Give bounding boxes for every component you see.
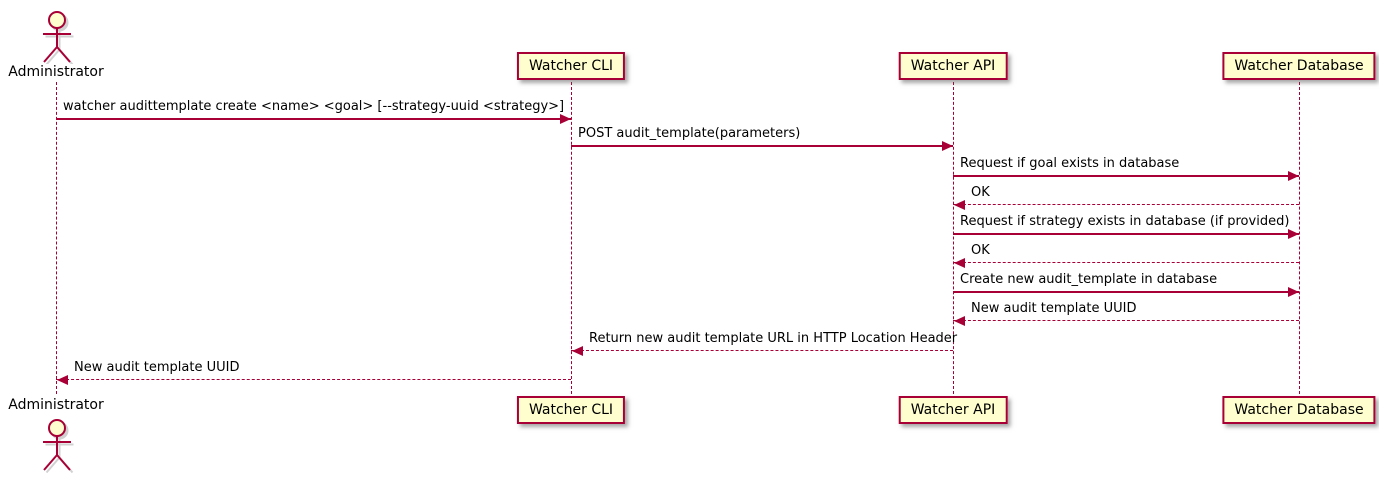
lifeline-watcher-database [1299, 82, 1300, 394]
lifeline-administrator [56, 82, 57, 394]
message-arrowhead [572, 346, 583, 356]
message-arrowhead [954, 200, 965, 210]
message-arrow-line [953, 233, 1299, 235]
message-label: Request if goal exists in database [960, 156, 1180, 171]
message-label: Create new audit_template in database [960, 272, 1218, 287]
message-label: New audit template UUID [74, 360, 240, 375]
actor-label-bottom: Administrator [8, 397, 104, 413]
participant-box-watcher-database-bottom: Watcher Database [1222, 396, 1376, 424]
participant-box-watcher-cli-bottom: Watcher CLI [516, 396, 626, 424]
participant-box-watcher-api-bottom: Watcher API [898, 396, 1008, 424]
actor-label-top: Administrator [8, 64, 104, 80]
actor-icon [43, 11, 74, 64]
message-arrowhead [942, 141, 953, 151]
message-arrow-line [953, 175, 1299, 177]
message-arrow-line [953, 291, 1299, 293]
lifeline-watcher-cli [571, 82, 572, 394]
message-arrow-line [953, 320, 1299, 321]
message-arrowhead [1288, 287, 1299, 297]
message-arrowhead [954, 316, 965, 326]
message-label: Request if strategy exists in database (… [960, 214, 1290, 229]
message-label: watcher audittemplate create <name> <goa… [63, 99, 565, 114]
message-arrow-line [953, 204, 1299, 205]
participant-box-watcher-cli-top: Watcher CLI [516, 52, 626, 80]
participant-box-watcher-api-top: Watcher API [898, 52, 1008, 80]
message-label: OK [971, 243, 990, 258]
message-label: New audit template UUID [971, 301, 1137, 316]
message-arrow-line [56, 118, 571, 120]
message-arrow-line [56, 379, 571, 380]
message-arrowhead [954, 258, 965, 268]
message-arrowhead [560, 114, 571, 124]
message-arrowhead [1288, 171, 1299, 181]
message-label: OK [971, 185, 990, 200]
message-arrow-line [571, 350, 953, 351]
lifeline-watcher-api [953, 82, 954, 394]
actor-icon [43, 419, 74, 474]
message-label: POST audit_template(parameters) [578, 126, 801, 141]
message-arrowhead [57, 375, 68, 385]
message-arrow-line [953, 262, 1299, 263]
message-label: Return new audit template URL in HTTP Lo… [589, 331, 958, 346]
message-arrow-line [571, 145, 953, 147]
message-arrowhead [1288, 229, 1299, 239]
participant-box-watcher-database-top: Watcher Database [1222, 52, 1376, 80]
